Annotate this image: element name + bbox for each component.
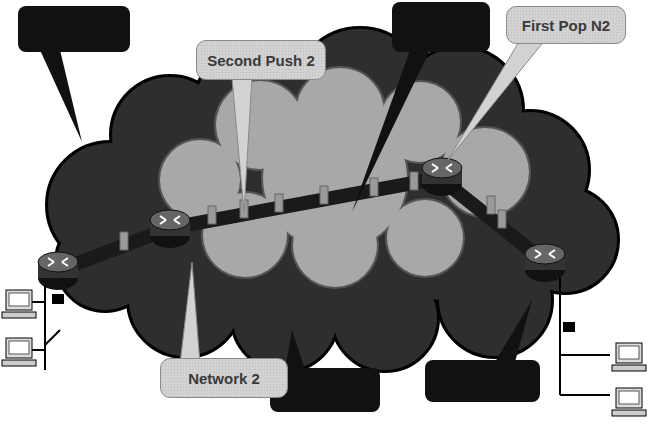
dark-callout: [425, 300, 540, 402]
hub-symbol: [52, 294, 64, 304]
router-symbol: [422, 158, 462, 196]
computer-symbol: [2, 338, 36, 366]
lan-wire: [560, 278, 610, 395]
hub-symbol: [563, 322, 575, 332]
computer-symbol: [612, 388, 646, 416]
text-callout: First Pop N2: [506, 6, 626, 44]
callout-tail: [448, 40, 545, 160]
callout-label: Second Push 2: [207, 52, 315, 69]
text-callout: Second Push 2: [196, 40, 326, 80]
dark-callout: [18, 6, 130, 142]
router-symbol: [38, 252, 78, 290]
router-symbol: [150, 210, 190, 248]
inner-cloud: [160, 68, 529, 287]
callout-tail: [180, 262, 200, 364]
text-callout: Network 2: [160, 358, 288, 398]
inner-cloud-outline: [160, 68, 529, 287]
computer-symbol: [2, 290, 36, 318]
path-tunnel: [60, 178, 545, 270]
dark-callout: [352, 2, 490, 212]
callout-tail: [232, 78, 252, 212]
outer-cloud-outline: [48, 29, 617, 370]
outer-cloud: [48, 29, 617, 370]
computer-symbol: [612, 343, 646, 371]
callout-label: Network 2: [188, 370, 260, 387]
router-symbol: [525, 244, 565, 282]
callout-label: First Pop N2: [522, 17, 610, 34]
